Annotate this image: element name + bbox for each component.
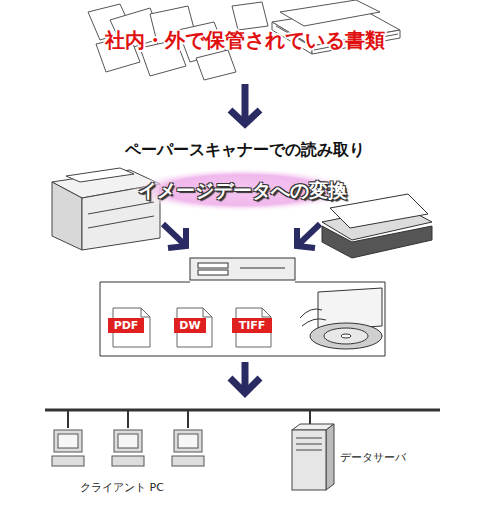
node-text: 社内・外で保管されている書類 <box>105 28 385 52</box>
flow-arrow <box>230 84 260 124</box>
node-text: イメージデータへの変換 <box>138 179 347 202</box>
down-arrow <box>230 362 260 393</box>
server-tower <box>292 424 334 490</box>
client-pc-label: クライアント PC <box>80 480 164 495</box>
client-pcs <box>52 430 204 466</box>
scanner-illustration <box>322 194 432 258</box>
documents-illustration <box>88 0 400 80</box>
server-label: データサーバ <box>340 450 406 465</box>
documents-band: 社内・外で保管されている書類 <box>95 28 395 84</box>
network-wire <box>45 410 440 428</box>
node-text: ペーパースキャナーでの読み取り <box>125 140 365 160</box>
desktop-pc <box>190 258 295 280</box>
cd-drive <box>300 288 382 349</box>
scan-step: ペーパースキャナーでの読み取り <box>100 124 390 160</box>
file-type-label: TIFF <box>232 318 272 333</box>
conversion-ellipse: イメージデータへの変換 <box>128 168 357 212</box>
file-icons <box>108 308 272 347</box>
output-frame <box>100 282 385 356</box>
file-type-label: PDF <box>108 318 144 333</box>
input-arrows <box>163 224 320 248</box>
file-type-label: DW <box>174 318 206 333</box>
